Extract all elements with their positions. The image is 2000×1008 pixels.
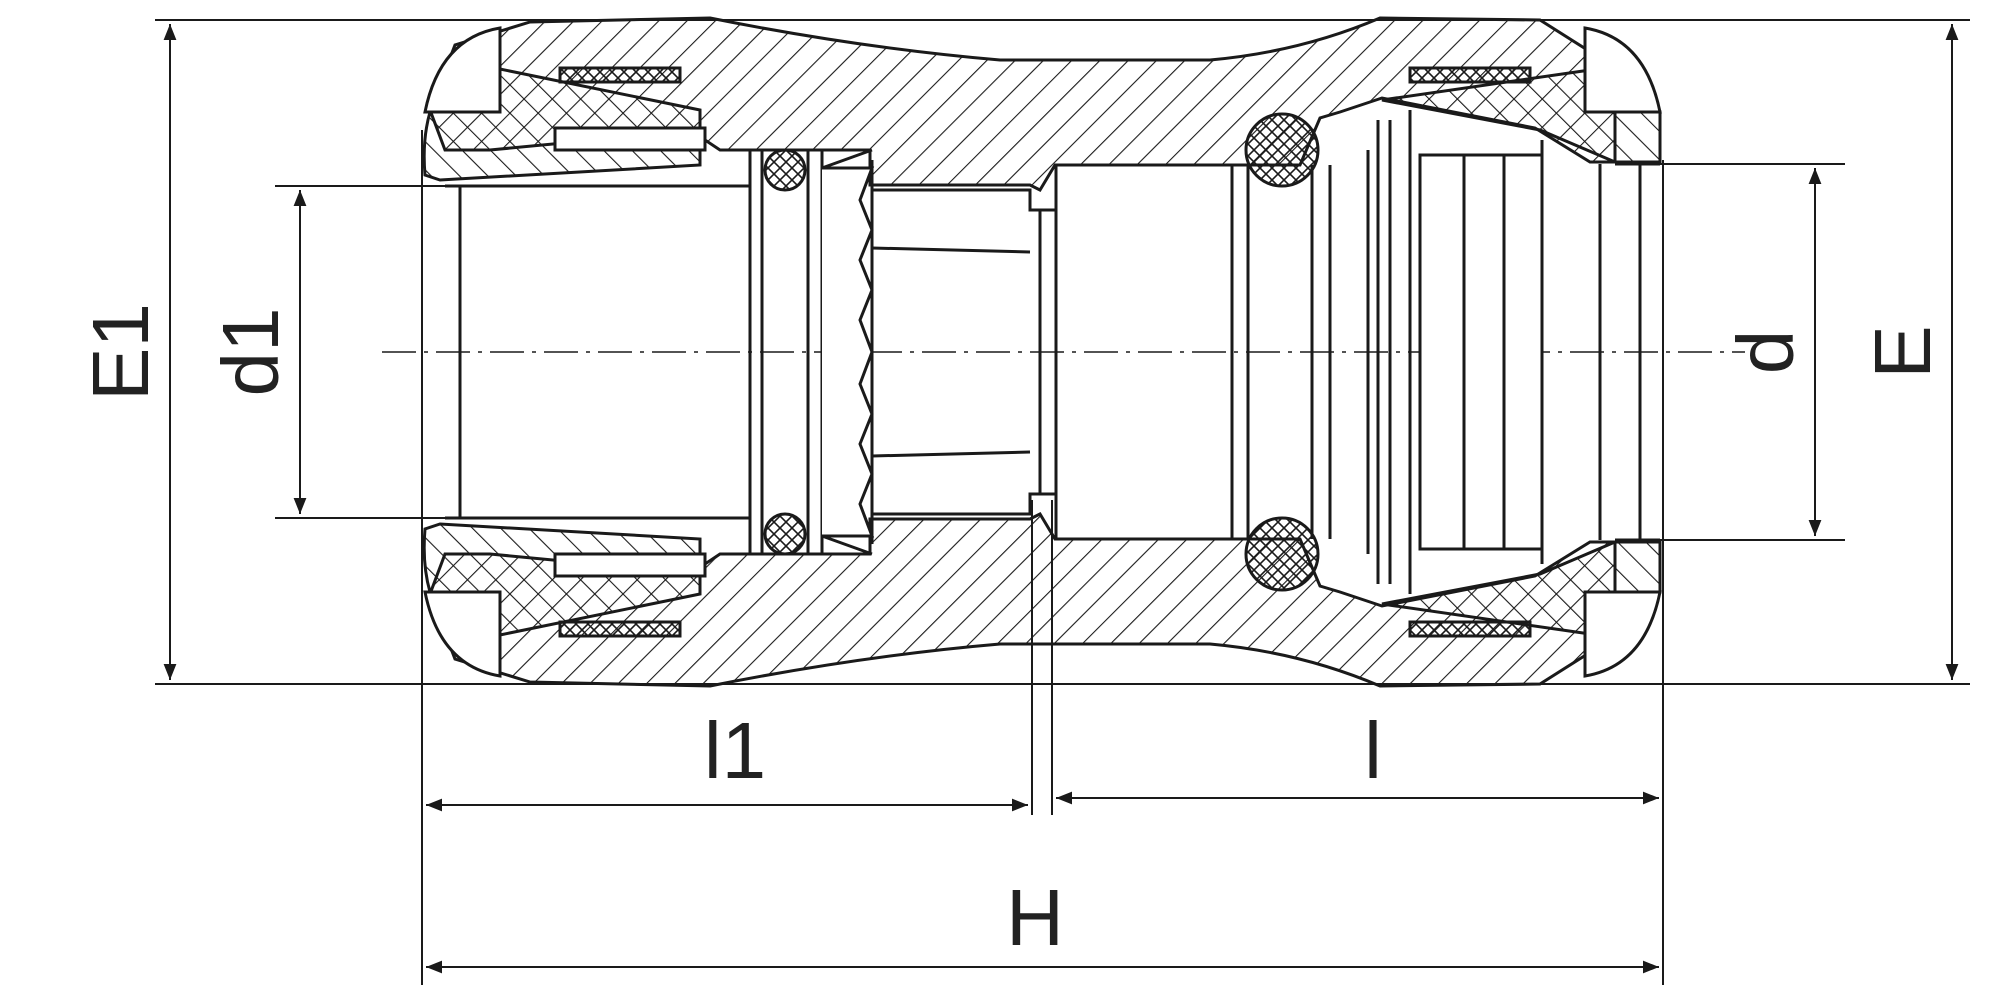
left-shoulder-lower xyxy=(423,590,502,678)
inner-components xyxy=(445,66,1660,638)
extension-lines xyxy=(155,19,1970,985)
dim-label-d1: d1 xyxy=(206,308,295,397)
dim-label-E1: E1 xyxy=(76,303,165,401)
dim-label-l1: l1 xyxy=(704,706,766,795)
dimension-arrows xyxy=(163,24,1959,974)
body-upper-section xyxy=(428,16,1617,192)
dim-label-d: d xyxy=(1721,330,1810,375)
left-cap-upper xyxy=(422,66,702,182)
right-shoulder-upper xyxy=(1583,26,1662,114)
o-ring-left-lower xyxy=(763,512,807,556)
o-rings xyxy=(763,112,1320,592)
left-cap-lower xyxy=(422,522,702,638)
dim-label-E: E xyxy=(1858,325,1947,378)
dim-label-H: H xyxy=(1006,873,1064,962)
left-shoulder-upper xyxy=(423,26,502,114)
dim-label-l: l xyxy=(1364,706,1382,795)
body-lower-section xyxy=(428,512,1617,688)
fitting-body xyxy=(422,16,1662,688)
o-ring-left-upper xyxy=(763,148,807,192)
right-shoulder-lower xyxy=(1583,590,1662,678)
o-ring-right-lower xyxy=(1244,516,1320,592)
dimension-labels: E1 d1 d E l1 l H xyxy=(76,303,1947,962)
o-ring-right-upper xyxy=(1244,112,1320,188)
